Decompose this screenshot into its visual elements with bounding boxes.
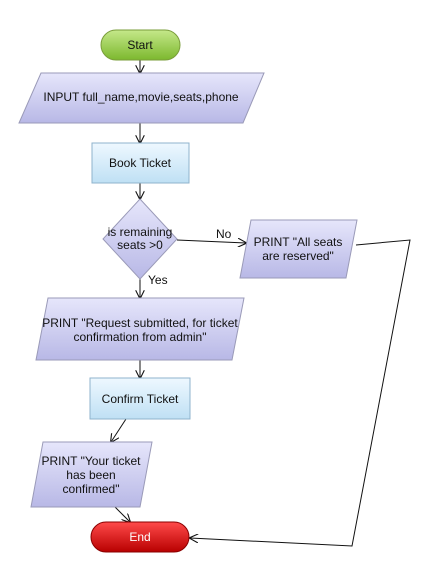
print-reserved-line-1: PRINT "All seats — [254, 235, 343, 249]
print-request-line-2: confirmation from admin" — [74, 330, 207, 344]
node-print-reserved: PRINT "All seats are reserved" — [239, 219, 358, 279]
input-label: INPUT full_name,movie,seats,phone — [43, 90, 239, 104]
node-print-request: PRINT "Request submitted, for ticket con… — [35, 297, 245, 361]
edge-confirmed-end — [114, 506, 130, 522]
node-book-ticket: Book Ticket — [91, 142, 190, 184]
start-label: Start — [127, 38, 153, 52]
node-input: INPUT full_name,movie,seats,phone — [18, 72, 265, 124]
edges — [111, 60, 411, 547]
node-decision: is remaining seats >0 — [102, 198, 178, 280]
print-confirmed-line-2: has been — [66, 468, 115, 482]
print-request-line-1: PRINT "Request submitted, for ticket — [42, 316, 238, 330]
edge-confirm-confirmed — [111, 418, 127, 442]
edge-reserved-end — [190, 239, 411, 547]
edge-label-yes: Yes — [148, 273, 168, 287]
edge-label-no: No — [216, 227, 232, 241]
edge-decision-reserved — [176, 240, 246, 243]
node-confirm-ticket: Confirm Ticket — [89, 377, 191, 420]
decision-line-2: seats >0 — [117, 238, 163, 252]
end-label: End — [129, 530, 150, 544]
confirm-ticket-label: Confirm Ticket — [102, 392, 179, 406]
node-start: Start — [100, 29, 181, 61]
print-reserved-line-2: are reserved" — [262, 249, 334, 263]
node-print-confirmed: PRINT "Your ticket has been confirmed" — [30, 441, 153, 508]
print-confirmed-line-3: confirmed" — [63, 482, 120, 496]
node-end: End — [90, 521, 190, 553]
book-ticket-label: Book Ticket — [109, 156, 172, 170]
print-confirmed-line-1: PRINT "Your ticket — [42, 454, 142, 468]
decision-line-1: is remaining — [108, 225, 173, 239]
